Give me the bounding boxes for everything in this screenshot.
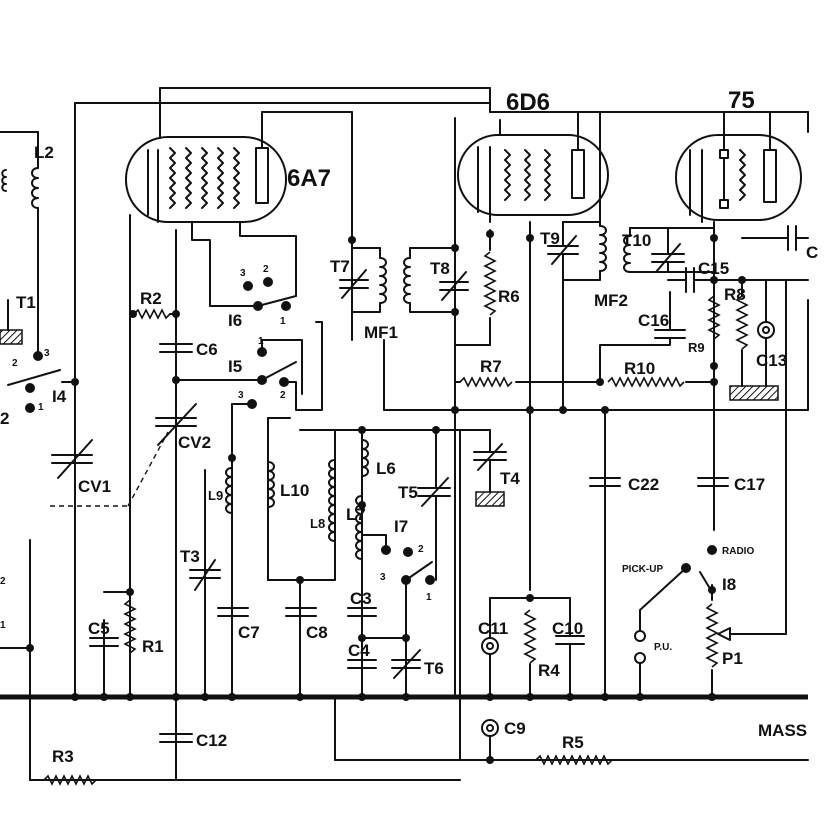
label-c5: C5 xyxy=(88,619,110,638)
sw-i6-3: 3 xyxy=(240,268,246,279)
label-r6: R6 xyxy=(498,287,520,306)
label-r9: R9 xyxy=(688,340,705,355)
tube-6a7-label: 6A7 xyxy=(287,165,331,192)
label-l8: L8 xyxy=(310,516,325,531)
sw-i4-pos1: 1 xyxy=(38,402,44,413)
label-c13: C13 xyxy=(756,351,787,370)
sw-i4-pos2: 2 xyxy=(12,358,18,369)
label-c17: C17 xyxy=(734,475,765,494)
sw-i7-2: 2 xyxy=(418,544,424,555)
label-i8: I8 xyxy=(722,575,736,594)
label-p1: P1 xyxy=(722,649,743,668)
label-r1: R1 xyxy=(142,637,164,656)
label-cv2: CV2 xyxy=(178,433,211,452)
sw-left-2: 2 xyxy=(0,576,6,587)
tube-75 xyxy=(669,111,809,223)
label-c11: C11 xyxy=(478,619,508,638)
label-c-right: C xyxy=(806,243,818,262)
sw-i4-left-2: 2 xyxy=(0,409,9,428)
label-r5: R5 xyxy=(562,733,584,752)
sw-left-1: 1 xyxy=(0,620,6,631)
label-c4: C4 xyxy=(348,641,370,660)
label-c7: C7 xyxy=(238,623,260,642)
label-pickup: PICK-UP xyxy=(622,564,663,575)
label-r3: R3 xyxy=(52,747,74,766)
label-c3: C3 xyxy=(350,589,372,608)
label-l6: L6 xyxy=(376,459,396,478)
tube-6a7 xyxy=(125,111,353,241)
label-l7: L7 xyxy=(346,505,366,524)
label-c22: C22 xyxy=(628,475,659,494)
label-r2: R2 xyxy=(140,289,162,308)
label-r7: R7 xyxy=(480,357,502,376)
tube-6d6 xyxy=(457,111,609,223)
label-c10: C10 xyxy=(552,619,583,638)
label-r4: R4 xyxy=(538,661,560,680)
label-r8: R8 xyxy=(724,285,746,304)
label-t10: T10 xyxy=(622,231,651,250)
label-c9: C9 xyxy=(504,719,526,738)
label-t6: T6 xyxy=(424,659,444,678)
label-i5: I5 xyxy=(228,357,242,376)
label-mass: MASS xyxy=(758,721,807,740)
label-pu: P.U. xyxy=(654,642,672,653)
label-mf1: MF1 xyxy=(364,323,398,342)
label-l10: L10 xyxy=(280,481,309,500)
label-c16: C16 xyxy=(638,311,669,330)
label-t9: T9 xyxy=(540,229,560,248)
label-cv1: CV1 xyxy=(78,477,111,496)
label-t5: T5 xyxy=(398,483,418,502)
label-c12: C12 xyxy=(196,731,227,750)
sw-i5-2: 2 xyxy=(280,390,286,401)
sw-i6-1: 1 xyxy=(280,316,286,327)
label-i6: I6 xyxy=(228,311,242,330)
label-t1: T1 xyxy=(16,293,36,312)
label-i7: I7 xyxy=(394,517,408,536)
label-mf2: MF2 xyxy=(594,291,628,310)
label-i4: I4 xyxy=(52,387,67,406)
label-r10: R10 xyxy=(624,359,655,378)
label-l9: L9 xyxy=(208,488,223,503)
label-t3: T3 xyxy=(180,547,200,566)
label-l2: L2 xyxy=(34,143,54,162)
label-c15: C15 xyxy=(698,259,729,278)
tube-75-label: 75 xyxy=(728,87,755,114)
label-c8: C8 xyxy=(306,623,328,642)
label-radio: RADIO xyxy=(722,546,754,557)
sw-i6-2: 2 xyxy=(263,264,269,275)
sw-i5-3: 3 xyxy=(238,390,244,401)
sw-i4-pos3: 3 xyxy=(44,348,50,359)
label-t4: T4 xyxy=(500,469,520,488)
label-t7: T7 xyxy=(330,257,350,276)
sw-i7-3: 3 xyxy=(380,572,386,583)
label-c6: C6 xyxy=(196,340,218,359)
label-t8: T8 xyxy=(430,259,450,278)
sw-i7-1: 1 xyxy=(426,592,432,603)
